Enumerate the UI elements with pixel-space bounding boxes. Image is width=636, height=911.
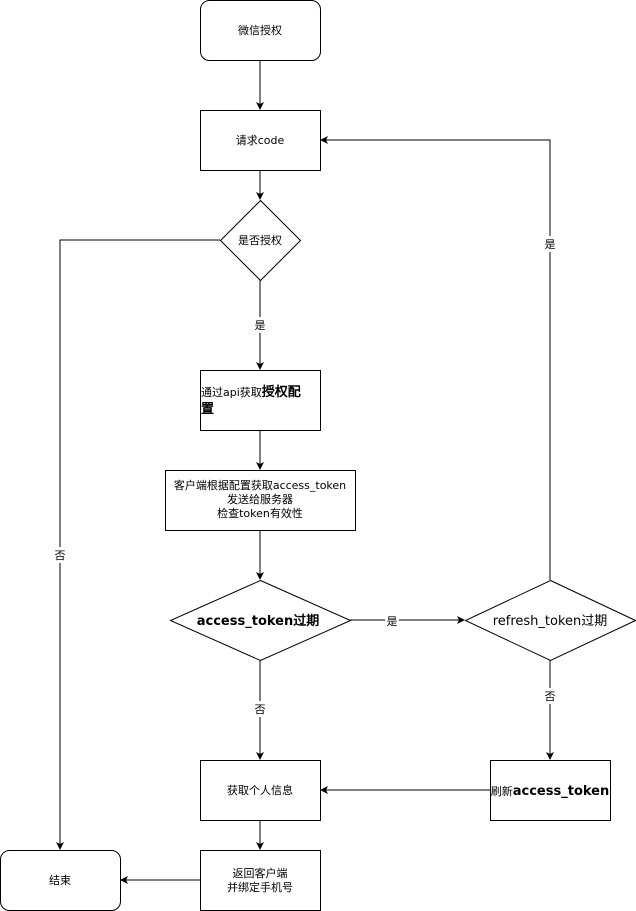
node-label-line2: 发送给服务器 [227,492,293,506]
edge-label-authorized-yes: 是 [255,319,266,332]
node-label: 微信授权 [238,23,282,37]
node-label: 请求code [236,134,285,147]
node-label: 通过api获取授权配 [201,384,301,400]
edge-label-authorized-no: 否 [55,549,66,562]
edge-label-access-no: 否 [255,703,266,716]
node-label-wrap: 置 [201,402,214,417]
node-end: 结束 [0,850,121,911]
node-client: 客户端根据配置获取access_token 发送给服务器 检查token有效性 [165,470,356,531]
node-label-line2: 并绑定手机号 [227,880,293,894]
node-get-config: 通过api获取授权配 置 [200,370,321,431]
node-label-line1: 返回客户端 [233,866,288,880]
node-wechat-auth: 微信授权 [200,0,321,61]
node-label: 是否授权 [238,233,282,247]
node-label-line3: 检查token有效性 [217,506,303,520]
node-label-bold: access_token [513,784,610,799]
node-access-expired: access_token过期 [169,579,352,662]
node-request-code: 请求code [200,110,321,171]
node-label-prefix: 通过api获取 [201,386,262,399]
edge-label-refresh-no: 否 [545,690,556,703]
node-label: refresh_token过期 [493,614,608,629]
node-label: 刷新access_token [491,784,610,799]
edge-authorized-no [56,239,220,850]
node-get-user-info: 获取个人信息 [200,760,321,821]
node-label-bold: 授权配 [262,384,301,400]
node-refresh-token: 刷新access_token [490,760,611,821]
node-return-client: 返回客户端 并绑定手机号 [200,850,321,911]
node-label-line1: 客户端根据配置获取access_token [174,478,346,492]
node-label: 获取个人信息 [227,783,293,797]
edge-label-access-yes: 是 [387,615,398,628]
node-label: 结束 [49,874,71,887]
node-label-prefix: 刷新 [491,784,513,798]
node-label: access_token过期 [197,613,320,629]
edge-label-refresh-yes: 是 [545,238,556,251]
edge-refresh-yes [320,136,551,580]
node-is-authorized: 是否授权 [219,199,302,282]
node-refresh-expired: refresh_token过期 [464,579,636,662]
